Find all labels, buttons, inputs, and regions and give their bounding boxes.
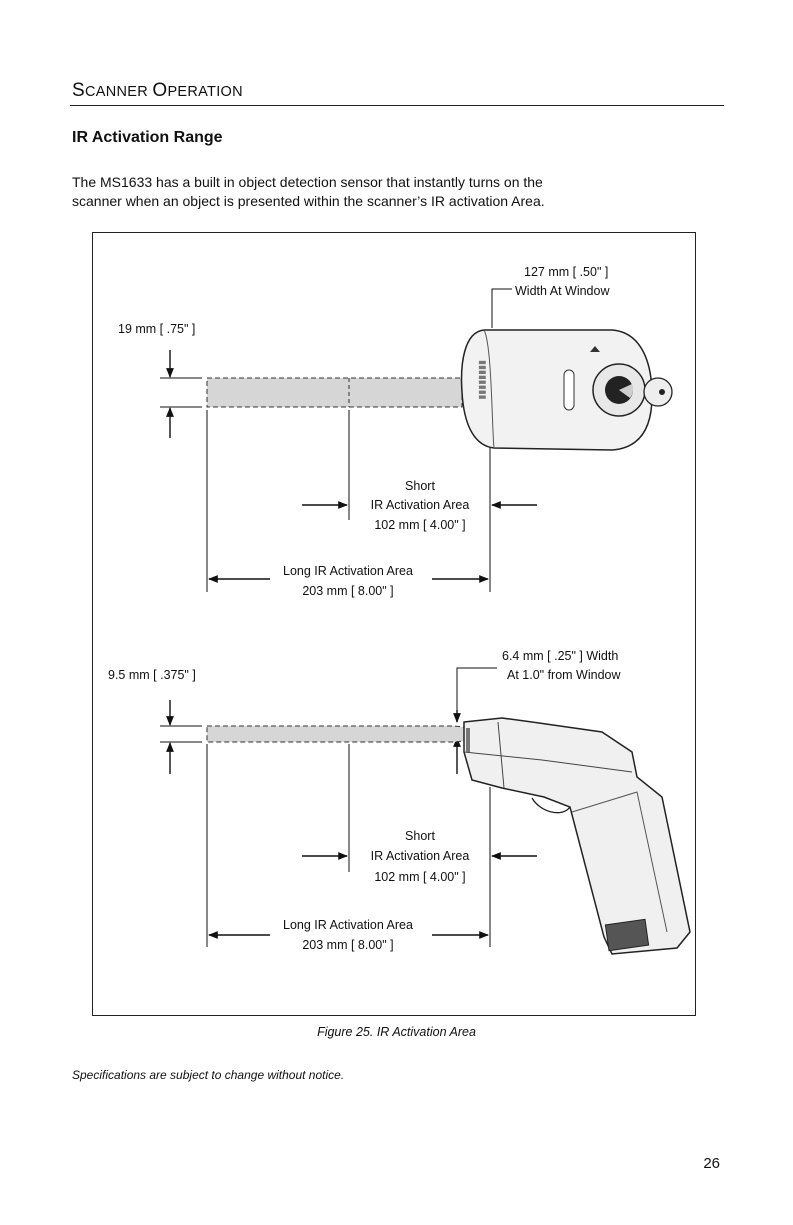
- section-title: SCANNER OPERATION: [72, 80, 243, 102]
- top-beam-height-label: 19 mm [ .75" ]: [118, 322, 195, 336]
- bottom-long-line2: 203 mm [ 8.00" ]: [302, 938, 393, 952]
- spec-notice: Specifications are subject to change wit…: [72, 1068, 345, 1082]
- top-window-width-line1: 127 mm [ .50" ]: [524, 265, 608, 279]
- intro-line-2: scanner when an object is presented with…: [72, 193, 545, 209]
- bottom-window-leader: [456, 667, 497, 722]
- bottom-beam-height-label: 9.5 mm [ .375" ]: [108, 668, 196, 682]
- bottom-beam: [206, 725, 473, 743]
- top-short-line2: IR Activation Area: [371, 498, 470, 512]
- top-long-line1: Long IR Activation Area: [283, 564, 413, 578]
- top-long-line2: 203 mm [ 8.00" ]: [302, 584, 393, 598]
- intro-paragraph: The MS1633 has a built in object detecti…: [72, 173, 722, 211]
- bottom-diagram: 6.4 mm [ .25" ] Width At 1.0" from Windo…: [108, 649, 691, 955]
- section-title-initial: S: [72, 80, 85, 101]
- section-title-initial-2: O: [152, 80, 168, 101]
- header-rule: [70, 105, 724, 106]
- scanner-side-illustration: [463, 717, 691, 955]
- section-title-word2: PERATION: [167, 84, 243, 100]
- bottom-window-width-line1: 6.4 mm [ .25" ] Width: [502, 649, 618, 663]
- page-number: 26: [703, 1155, 720, 1172]
- top-short-line1: Short: [405, 479, 435, 493]
- svg-text:▮▮▮▮▮▮▮▮: ▮▮▮▮▮▮▮▮: [478, 360, 488, 400]
- top-diagram: 127 mm [ .50" ] Width At Window 19 mm [ …: [118, 265, 673, 598]
- top-window-leader: [491, 288, 512, 328]
- ir-activation-figure: 127 mm [ .50" ] Width At Window 19 mm [ …: [108, 265, 691, 955]
- intro-line-1: The MS1633 has a built in object detecti…: [72, 174, 543, 190]
- bottom-short-line2: IR Activation Area: [371, 849, 470, 863]
- scanner-front-illustration: ▮▮▮▮▮▮▮▮: [460, 329, 673, 451]
- section-heading: IR Activation Range: [72, 129, 223, 146]
- bottom-long-line1: Long IR Activation Area: [283, 918, 413, 932]
- bottom-short-line1: Short: [405, 829, 435, 843]
- top-beam: [206, 377, 463, 408]
- figure-caption: Figure 25. IR Activation Area: [317, 1025, 476, 1039]
- bottom-window-width-line2: At 1.0" from Window: [507, 668, 621, 682]
- figure-frame: [92, 232, 696, 1016]
- top-window-width-line2: Width At Window: [515, 284, 610, 298]
- bottom-short-line3: 102 mm [ 4.00" ]: [374, 870, 465, 884]
- section-title-word1: CANNER: [84, 84, 153, 100]
- top-short-line3: 102 mm [ 4.00" ]: [374, 518, 465, 532]
